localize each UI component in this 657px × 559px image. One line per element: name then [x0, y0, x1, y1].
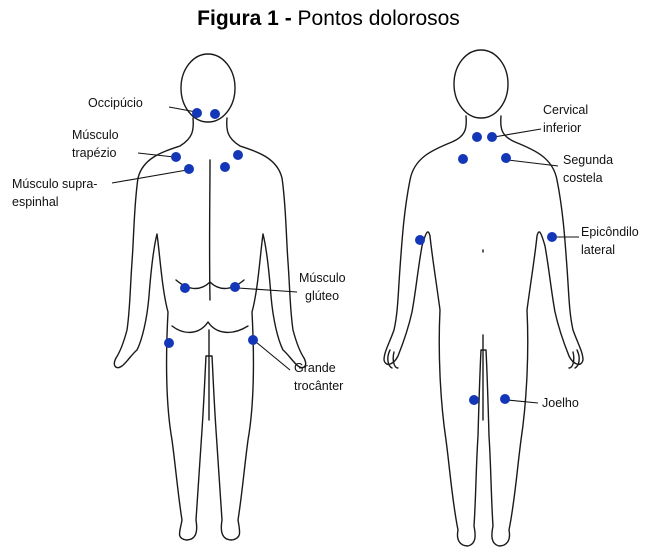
- label-gluteo-line2: glúteo: [305, 289, 339, 303]
- tender-point-cervical-right: [487, 132, 497, 142]
- label-costela-line1: Segunda: [563, 153, 613, 167]
- leader-supraespinhal: [112, 170, 187, 183]
- tender-point-occiput-left: [192, 108, 202, 118]
- tender-point-trapezius-right: [233, 150, 243, 160]
- tender-point-trapezius-left: [171, 152, 181, 162]
- label-trocanter-line2: trocânter: [294, 379, 343, 393]
- tender-point-rib-right: [501, 153, 511, 163]
- tender-point-gluteal-right: [230, 282, 240, 292]
- label-epicondilo-line1: Epicôndilo: [581, 225, 639, 239]
- leader-gluteo: [238, 288, 297, 292]
- leader-occipucio: [169, 107, 196, 112]
- front-body-outline: [384, 116, 583, 546]
- tender-point-knee-left: [469, 395, 479, 405]
- tender-point-rib-left: [458, 154, 468, 164]
- label-trapezio-line1: Músculo: [72, 128, 119, 142]
- label-supraespinhal-line2: espinhal: [12, 195, 59, 209]
- gluteal-lower: [172, 322, 248, 332]
- tender-point-supraspinatus-left: [184, 164, 194, 174]
- tender-point-supraspinatus-right: [220, 162, 230, 172]
- label-trapezio-line2: trapézio: [72, 146, 117, 160]
- label-costela-line2: costela: [563, 171, 603, 185]
- tender-point-occiput-right: [210, 109, 220, 119]
- tender-point-gluteal-left: [180, 283, 190, 293]
- leader-cervical: [494, 129, 541, 137]
- front-head: [454, 50, 508, 118]
- tender-point-epicondyle-left: [415, 235, 425, 245]
- leader-lines: [112, 107, 579, 403]
- back-head: [181, 54, 235, 122]
- tender-point-knee-right: [500, 394, 510, 404]
- back-tender-points: [164, 108, 258, 348]
- tender-point-cervical-left: [472, 132, 482, 142]
- tender-point-epicondyle-right: [547, 232, 557, 242]
- leader-joelho: [507, 400, 538, 403]
- label-joelho: Joelho: [542, 396, 579, 410]
- tender-point-trochanter-right: [248, 335, 258, 345]
- label-gluteo-line1: Músculo: [299, 271, 346, 285]
- label-epicondilo-line2: lateral: [581, 243, 615, 257]
- diagram-labels: Occipúcio Músculo trapézio Músculo supra…: [12, 96, 639, 410]
- label-supraespinhal-line1: Músculo supra-: [12, 177, 97, 191]
- label-trocanter-line1: Grande: [294, 361, 336, 375]
- leader-costela: [508, 160, 558, 166]
- back-view-figure: [114, 54, 305, 540]
- label-cervical-line1: Cervical: [543, 103, 588, 117]
- leader-trocanter: [256, 342, 290, 370]
- label-cervical-line2: inferior: [543, 121, 581, 135]
- label-occipucio: Occipúcio: [88, 96, 143, 110]
- tender-point-trochanter-left: [164, 338, 174, 348]
